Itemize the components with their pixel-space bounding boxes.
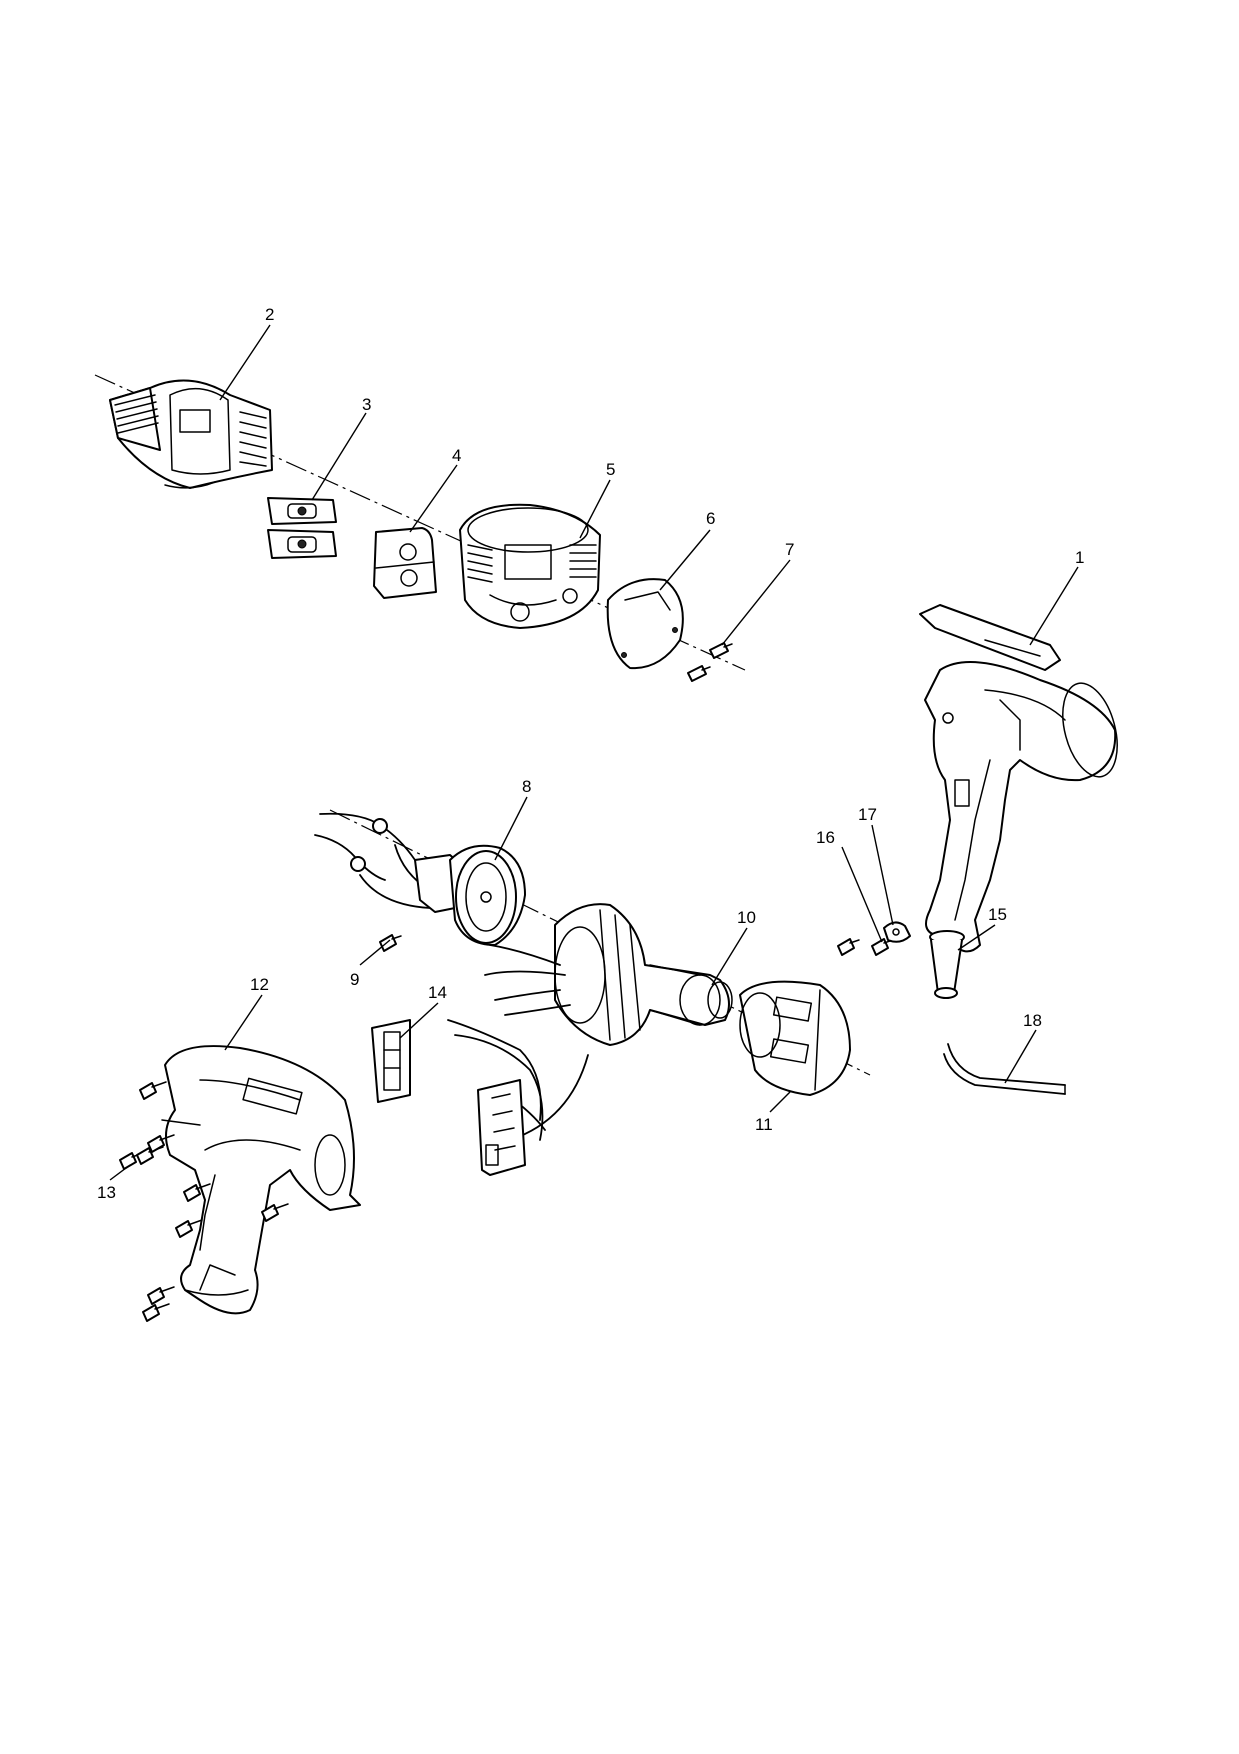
callout-4: 4 xyxy=(452,446,461,465)
part-16-clamp-screws xyxy=(837,938,894,956)
part-5-fan-housing xyxy=(459,503,601,629)
part-2-rear-vent-cap xyxy=(109,379,273,489)
callout-9: 9 xyxy=(350,970,359,989)
callout-11: 11 xyxy=(755,1115,773,1134)
part-14-switch xyxy=(371,1019,411,1103)
callout-8: 8 xyxy=(522,777,531,796)
part-8-motor-fan xyxy=(314,812,526,946)
part-11-nozzle-sleeve xyxy=(739,980,851,1096)
leader-lines xyxy=(109,324,1079,1181)
callout-18: 18 xyxy=(1023,1011,1042,1030)
callout-10: 10 xyxy=(737,908,756,927)
callout-3: 3 xyxy=(362,395,371,414)
callout-17: 17 xyxy=(858,805,877,824)
part-7-screws xyxy=(687,642,733,682)
callout-1: 1 xyxy=(1075,548,1084,567)
part-17-cord-clamp xyxy=(883,921,911,943)
callout-14: 14 xyxy=(428,983,447,1002)
part-1-right-housing xyxy=(919,604,1118,953)
callout-labels: 1 2 3 4 5 6 7 8 9 10 11 12 13 14 15 16 1… xyxy=(97,305,1084,1202)
callout-15: 15 xyxy=(988,905,1007,924)
callout-5: 5 xyxy=(606,460,615,479)
callout-16: 16 xyxy=(816,828,835,847)
part-3-switch-rockers xyxy=(267,497,337,559)
part-13-housing-screws xyxy=(119,1081,289,1322)
part-15-cord-protector xyxy=(929,930,965,999)
callout-13: 13 xyxy=(97,1183,116,1202)
part-6-cover-disc xyxy=(606,578,684,670)
callout-12: 12 xyxy=(250,975,269,994)
callout-6: 6 xyxy=(706,509,715,528)
control-circuit-board xyxy=(447,1019,589,1176)
callout-7: 7 xyxy=(785,540,794,559)
callout-2: 2 xyxy=(265,305,274,324)
part-18-power-cord xyxy=(943,1043,1066,1095)
part-9-screw xyxy=(379,934,402,952)
part-10-heating-element xyxy=(484,903,733,1046)
part-4-switch-plate xyxy=(373,527,437,599)
part-12-left-housing xyxy=(161,1045,361,1315)
